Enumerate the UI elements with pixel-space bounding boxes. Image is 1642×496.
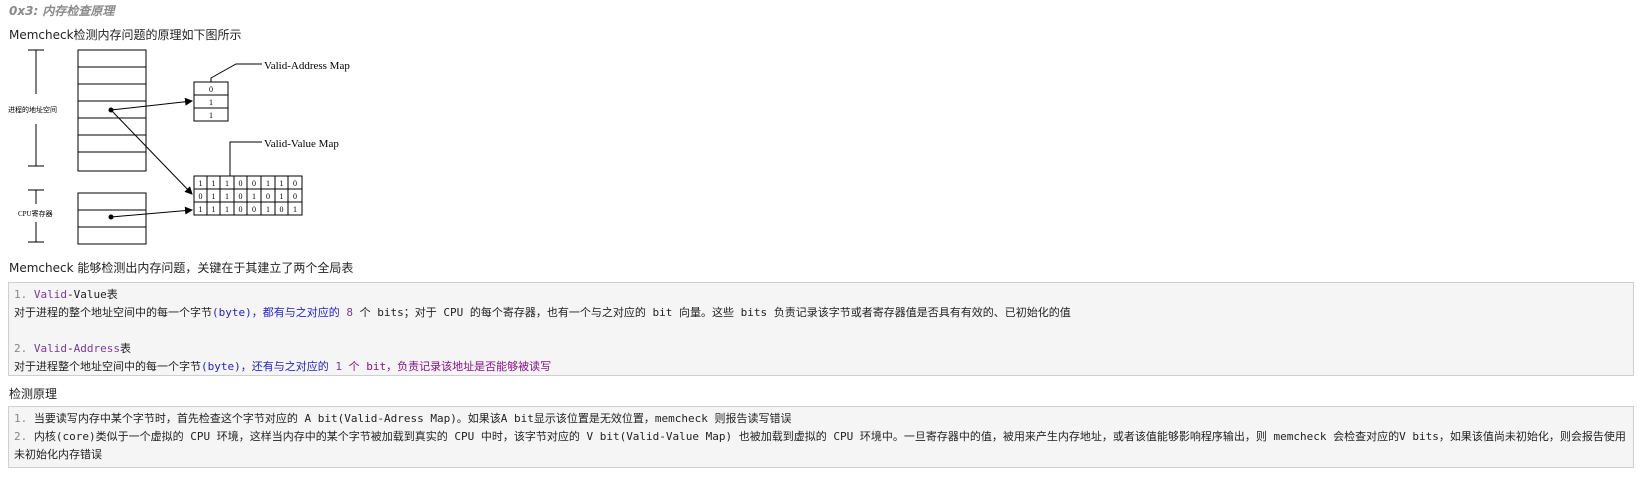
memcheck-diagram: 进程的地址空间 CPU寄存器 0 1 1 Valid-Address Map <box>8 49 350 245</box>
line-number: 1. <box>14 288 28 301</box>
value-bit: 0 <box>239 179 243 188</box>
value-bit: 1 <box>280 179 284 188</box>
code-block-principle: 1. 当要读写内存中某个字节时，首先检查这个字节对应的 A bit(Valid-… <box>8 406 1634 468</box>
tables-intro-text: Memcheck 能够检测出内存问题，关键在于其建立了两个全局表 <box>9 261 354 275</box>
code-text: 对于进程整个地址空间中的每一个字节 <box>14 360 201 373</box>
code-text: 个 bit，负责记录该地址是否能够被读写 <box>348 360 552 373</box>
section-heading: 0x3: 内存检查原理 <box>9 4 115 18</box>
code-text: ，还有与之对应的 <box>240 360 329 373</box>
address-bit: 1 <box>209 98 213 107</box>
keyword: Address <box>73 342 120 355</box>
value-bit: 0 <box>293 179 297 188</box>
value-bit: 1 <box>280 192 284 201</box>
value-bit: 1 <box>293 205 297 214</box>
value-bit: 1 <box>212 205 216 214</box>
value-bit: 0 <box>280 205 284 214</box>
code-text: 内核(core)类似于一个虚拟的 CPU 环境，这样当内存中的某个字节被加载到真… <box>14 430 1626 461</box>
keyword: Valid <box>33 288 67 301</box>
code-text: 当要读写内存中某个字节时，首先检查这个字节对应的 A bit(Valid-Adr… <box>27 412 792 425</box>
code-text: ，都有与之对应的 <box>251 306 340 319</box>
principle-label: 检测原理 <box>9 387 58 401</box>
cpu-bracket <box>28 189 44 243</box>
value-bit: 0 <box>252 179 256 188</box>
value-bit: 1 <box>225 179 229 188</box>
address-bit: 1 <box>209 111 213 120</box>
valid-value-map-label: Valid-Value Map <box>264 138 339 150</box>
value-bit: 1 <box>266 179 270 188</box>
value-bit: 1 <box>212 192 216 201</box>
address-space-label: 进程的地址空间 <box>8 105 57 114</box>
intro-text: Memcheck检测内存问题的原理如下图所示 <box>9 28 242 42</box>
value-bit: 1 <box>212 179 216 188</box>
line-number: 2. <box>14 430 28 443</box>
keyword: Valid <box>33 342 67 355</box>
code-text: -Value表 <box>67 288 118 301</box>
code-text: 对于进程的整个地址空间中的每一个字节 <box>14 306 212 319</box>
cpu-register-column <box>77 192 147 245</box>
value-bit: 1 <box>252 192 256 201</box>
value-bit: 0 <box>293 192 297 201</box>
code-text: 表 <box>119 342 131 355</box>
value-bit: 0 <box>266 192 270 201</box>
value-bit: 1 <box>266 205 270 214</box>
value-bit: 1 <box>225 192 229 201</box>
valid-address-map-label: Valid-Address Map <box>264 60 350 72</box>
code-text: (byte) <box>201 360 241 373</box>
value-bit: 1 <box>199 179 203 188</box>
code-block-tables: 1. Valid-Value表对于进程的整个地址空间中的每一个字节(byte)，… <box>8 282 1634 376</box>
arrows <box>108 97 193 220</box>
address-bit: 0 <box>209 85 213 94</box>
code-number: 8 <box>339 306 360 319</box>
value-bit: 0 <box>239 192 243 201</box>
line-number: 2. <box>14 342 28 355</box>
value-map-leader <box>229 141 262 176</box>
code-text: (byte) <box>212 306 252 319</box>
cpu-label: CPU寄存器 <box>18 209 53 218</box>
value-bit: 1 <box>225 205 229 214</box>
code-number: 1 <box>328 360 349 373</box>
value-bit: 0 <box>239 205 243 214</box>
line-number: 1. <box>14 412 28 425</box>
code-text: 个 bits；对于 CPU 的每个寄存器，也有一个与之对应的 bit 向量。这些… <box>359 306 1071 319</box>
value-bit: 0 <box>199 192 203 201</box>
address-map-leader <box>210 63 262 82</box>
value-bit: 1 <box>199 205 203 214</box>
valid-value-map-box <box>193 175 303 216</box>
code-text: - <box>67 342 74 355</box>
value-bit: 0 <box>252 205 256 214</box>
address-space-bracket <box>28 49 44 167</box>
